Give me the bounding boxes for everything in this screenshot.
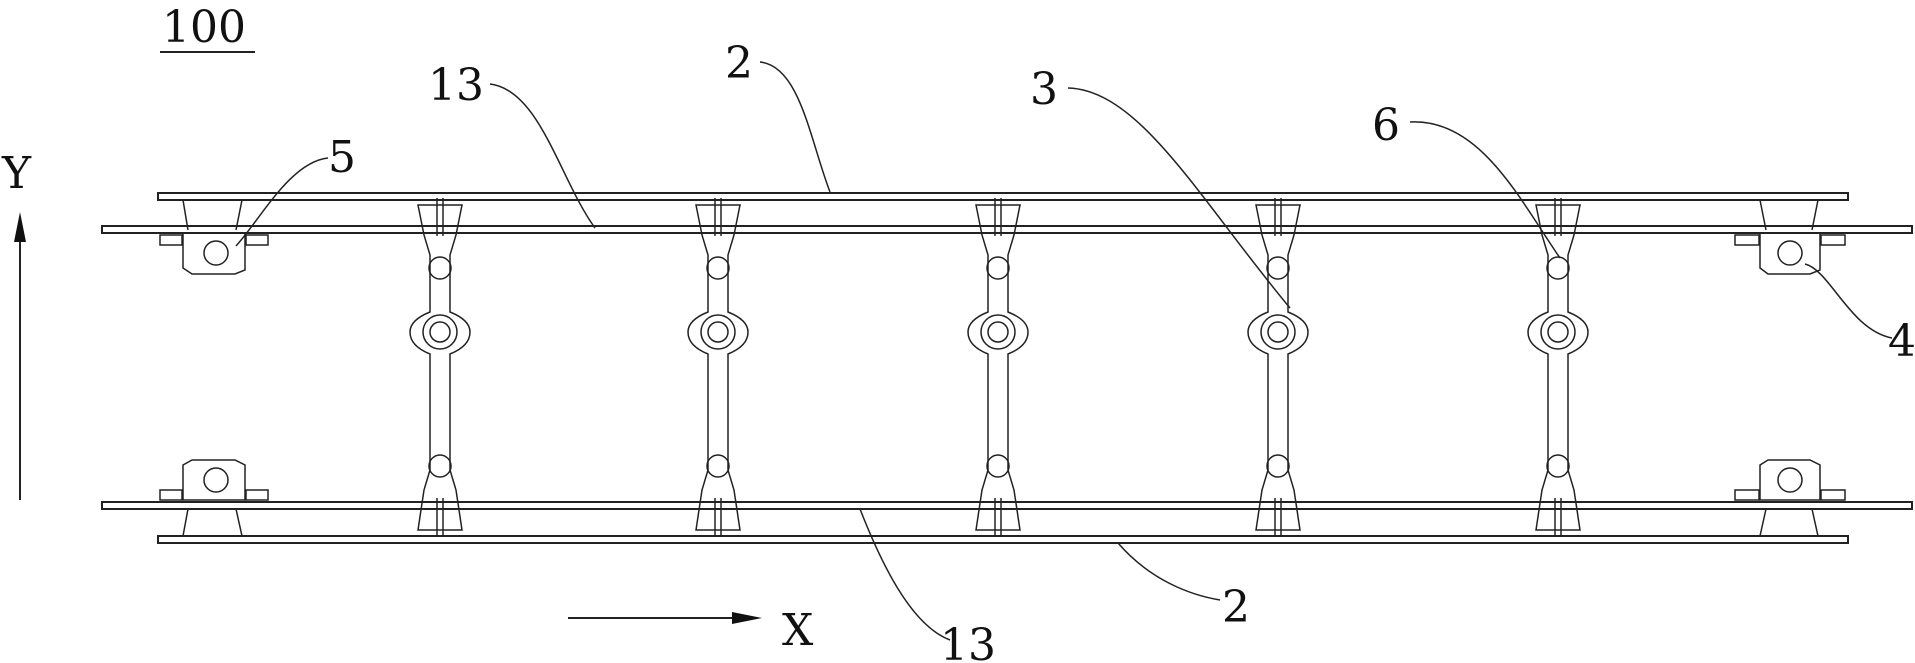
pivot-outer: [1540, 314, 1576, 350]
connector-5: [1527, 198, 1589, 536]
pivot-inner: [707, 321, 729, 343]
bracket-tab: [1734, 234, 1760, 246]
bracket-top-right: [1734, 199, 1846, 275]
label-bracket-right: 4: [1888, 316, 1915, 367]
x-axis-arrowhead: [732, 612, 762, 624]
bracket-bottom-right: [1734, 459, 1846, 537]
bracket-hole: [203, 467, 229, 493]
bracket-tab: [245, 234, 269, 246]
bracket-top-left: [159, 199, 269, 275]
pin-hole: [986, 454, 1010, 478]
bracket-hole: [203, 240, 229, 266]
connector-4: [1247, 198, 1309, 536]
pin-hole: [428, 454, 452, 478]
connector-body: [409, 204, 471, 531]
bracket-base: [182, 232, 246, 275]
label-rail-bottom: 13: [940, 620, 996, 663]
leader-rail-top: [489, 83, 596, 229]
bracket-flange: [182, 508, 243, 537]
beam-top: [157, 192, 1849, 201]
bracket-tab: [1820, 234, 1846, 246]
pin-hole: [986, 256, 1010, 280]
pin-hole: [706, 454, 730, 478]
pin-hole: [706, 256, 730, 280]
beam-bottom: [157, 535, 1849, 544]
pin-hole: [1546, 256, 1570, 280]
bracket-flange: [1760, 199, 1819, 231]
connector-3: [967, 198, 1029, 536]
bracket-flange: [182, 199, 189, 231]
bracket-tab: [159, 489, 183, 501]
connector-body: [1247, 204, 1309, 531]
pivot-outer: [422, 314, 458, 350]
end-brackets: [159, 199, 1846, 537]
rail-top: [101, 225, 1913, 234]
label-rail-top: 13: [428, 60, 484, 111]
x-axis-label: X: [782, 605, 814, 656]
connector-1: [409, 198, 471, 536]
bracket-flange: [183, 199, 243, 231]
leader-bracket-left: [235, 157, 329, 247]
pivot-inner: [1547, 321, 1569, 343]
bracket-tab: [159, 234, 183, 246]
label-connector: 3: [1030, 64, 1058, 115]
leader-rail-bottom: [859, 508, 951, 641]
bracket-base: [182, 459, 246, 501]
label-bracket-left: 5: [328, 132, 356, 183]
leader-connector: [1067, 87, 1291, 309]
bracket-bottom-left: [159, 459, 269, 537]
bracket-flange: [1759, 199, 1767, 231]
bracket-tab: [1820, 489, 1846, 501]
y-axis-label: Y: [1, 148, 32, 199]
bracket-base: [1759, 459, 1821, 501]
connector-body: [1527, 204, 1589, 531]
connector-body: [967, 204, 1029, 531]
pivot-outer: [700, 314, 736, 350]
leader-bracket-right: [1804, 263, 1893, 339]
connector-2: [687, 198, 749, 536]
figure-number: 100: [162, 2, 246, 53]
pin-hole: [1266, 454, 1290, 478]
connectors: [409, 198, 1589, 536]
leader-beam-top: [759, 61, 831, 193]
bracket-hole: [1777, 467, 1803, 493]
bracket-base: [1759, 232, 1821, 275]
label-beam-top: 2: [725, 38, 753, 89]
rail-bottom: [101, 501, 1913, 510]
pivot-inner: [987, 321, 1009, 343]
pivot-outer: [980, 314, 1016, 350]
bracket-hole: [1777, 240, 1803, 266]
pivot-inner: [429, 321, 451, 343]
pivot-outer: [1260, 314, 1296, 350]
leader-lines: [235, 61, 1893, 641]
bracket-tab: [1734, 489, 1760, 501]
label-joint: 6: [1372, 100, 1400, 151]
bracket-tab: [245, 489, 269, 501]
label-beam-bottom: 2: [1222, 582, 1250, 633]
leader-beam-bottom: [1117, 542, 1221, 601]
bracket-flange: [1759, 508, 1819, 537]
y-axis-arrowhead: [14, 212, 26, 242]
pin-hole: [1266, 256, 1290, 280]
pivot-inner: [1267, 321, 1289, 343]
pin-hole: [1546, 454, 1570, 478]
leader-joint: [1409, 121, 1561, 259]
connector-body: [687, 204, 749, 531]
pin-hole: [428, 256, 452, 280]
